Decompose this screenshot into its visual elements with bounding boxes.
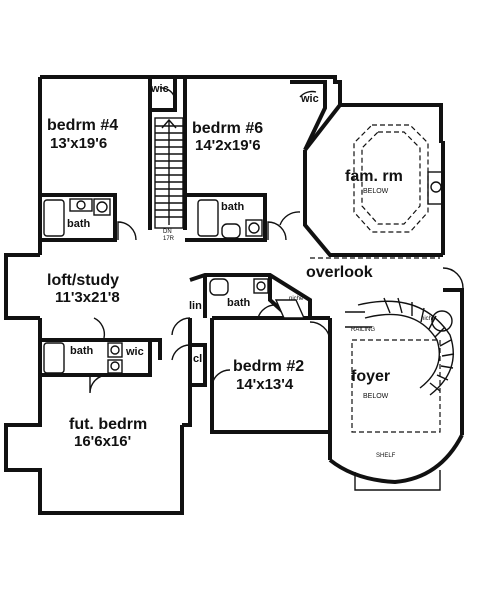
cl-label: cl (193, 353, 202, 365)
shelf-label: SHELF (376, 453, 396, 459)
fam-rm-name: fam. rm (345, 168, 403, 185)
room-labels: bedrm #4 13'x19'6 bedrm #6 14'2x19'6 fam… (47, 117, 403, 450)
bedrm4-name: bedrm #4 (47, 117, 118, 134)
overlook-name: overlook (306, 264, 373, 281)
railing-label: RAILING (351, 327, 375, 333)
foyer-note: BELOW (363, 393, 389, 400)
wic-left-label: wic (150, 83, 169, 95)
bedrm2-name: bedrm #2 (233, 358, 304, 375)
staircase-straight (154, 117, 184, 229)
foyer-open-to-below (351, 339, 441, 433)
fam-rm-note: BELOW (363, 188, 389, 195)
niche-1-label: niche (289, 296, 304, 302)
bedrm6-dims: 14'2x19'6 (195, 137, 261, 154)
niche-2-label: niche (421, 316, 436, 322)
bath-4-label: bath (70, 345, 94, 357)
fut-bedrm-dims: 16'6x16' (74, 433, 131, 450)
door-swings (89, 87, 464, 394)
small-labels: wic wic wic bath bath bath bath lin cl n… (67, 83, 436, 459)
bedrm2-dims: 14'x13'4 (236, 376, 294, 393)
stair-count-label: 17R (163, 236, 175, 242)
bedrm6-name: bedrm #6 (192, 120, 263, 137)
bedrm4-dims: 13'x19'6 (50, 135, 107, 152)
bath-3-label: bath (227, 297, 251, 309)
interior-walls (40, 77, 444, 387)
wic-lower-label: wic (125, 346, 144, 358)
fut-bedrm-name: fut. bedrm (69, 416, 147, 433)
bath-2-label: bath (221, 201, 245, 213)
bath-fixtures (43, 198, 306, 374)
loft-dims: 11'3x21'8 (55, 289, 120, 306)
fam-rm-ceiling (353, 124, 429, 233)
lin-label: lin (189, 300, 202, 312)
wic-right-label: wic (300, 93, 319, 105)
loft-name: loft/study (47, 272, 119, 289)
foyer-name: foyer (351, 368, 390, 385)
stair-dn-label: DN (163, 229, 172, 235)
bath-1-label: bath (67, 218, 91, 230)
